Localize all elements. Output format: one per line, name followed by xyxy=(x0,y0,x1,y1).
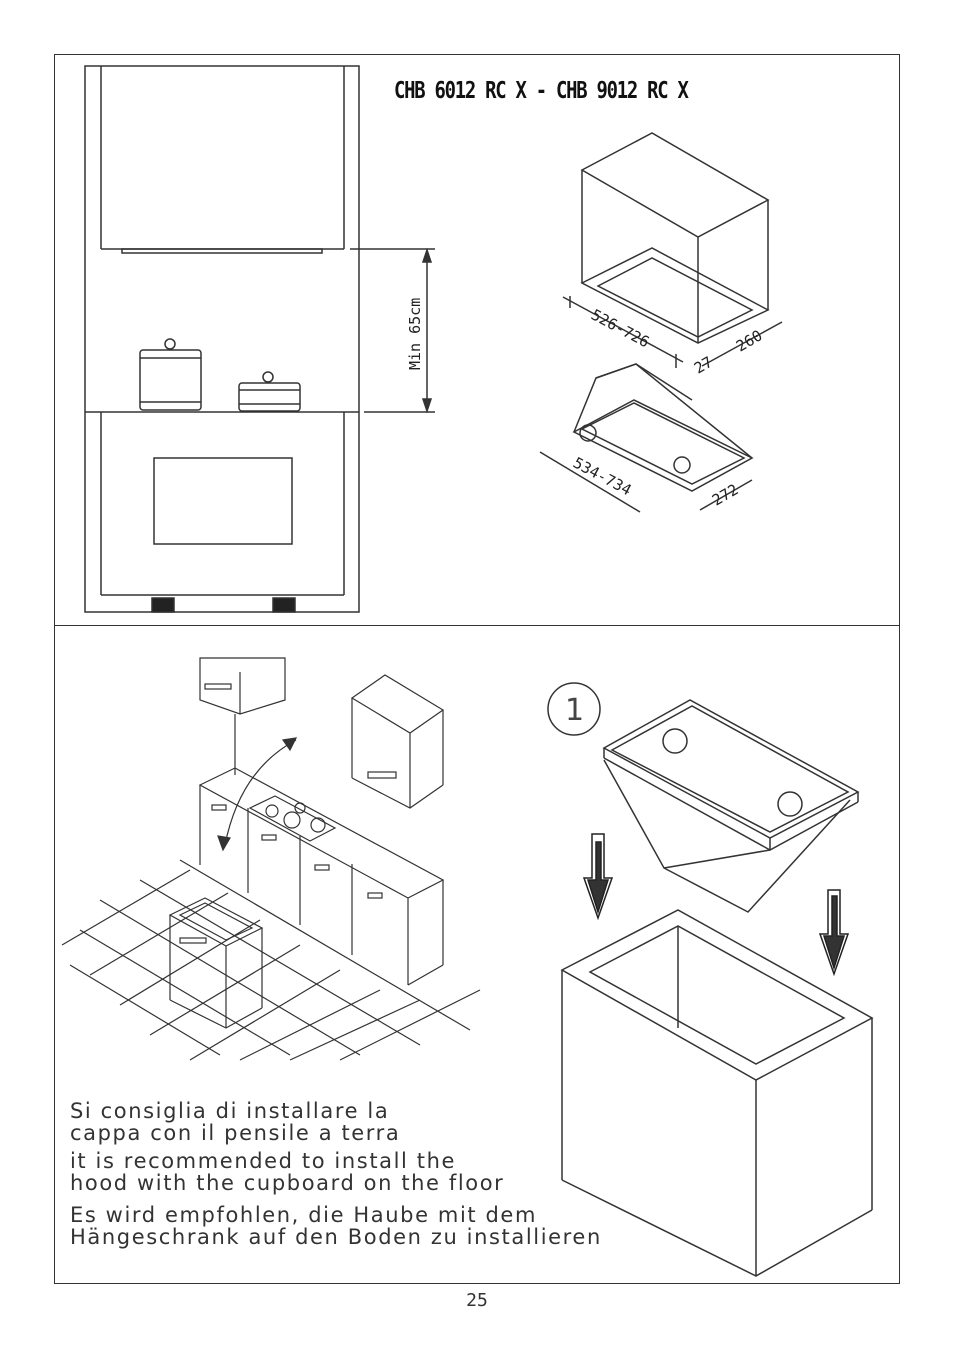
cabinet-depth-label: 260 xyxy=(733,326,765,355)
down-arrow-right xyxy=(818,889,850,977)
cabinet-isometric-diagram xyxy=(562,132,783,368)
kitchen-elevation-diagram xyxy=(84,65,435,613)
instruction-line: Hängeschrank auf den Boden zu installier… xyxy=(70,1225,602,1249)
page-number: 25 xyxy=(466,1290,488,1311)
instruction-english: it is recommended to install the hood wi… xyxy=(70,1150,504,1194)
section-divider xyxy=(54,625,900,626)
pot-large xyxy=(139,338,202,411)
installation-step-diagram xyxy=(547,682,874,1277)
instruction-line: hood with the cupboard on the floor xyxy=(70,1171,505,1195)
step-number-circle xyxy=(547,682,601,736)
page-frame xyxy=(54,54,900,1284)
instruction-line: Si consiglia di installare la xyxy=(70,1099,390,1123)
min-height-label: Min 65cm xyxy=(406,298,424,370)
pot-small xyxy=(238,371,301,412)
model-title: CHB 6012 RC X - CHB 9012 RC X xyxy=(394,78,689,104)
hood-isometric-diagram xyxy=(539,363,754,513)
cabinet-width-label: 526-726 xyxy=(588,306,652,352)
down-arrow-left xyxy=(582,833,614,921)
hood-depth-label: 272 xyxy=(709,480,741,509)
instruction-line: Es wird empfohlen, die Haube mit dem xyxy=(70,1203,537,1227)
instruction-german: Es wird empfohlen, die Haube mit dem Hän… xyxy=(70,1204,602,1248)
kitchen-scene-illustration xyxy=(61,657,481,1061)
step-number: 1 xyxy=(565,693,584,728)
instruction-line: it is recommended to install the xyxy=(70,1149,457,1173)
instruction-line: cappa con il pensile a terra xyxy=(70,1121,401,1145)
gap-label: 27 xyxy=(691,353,716,378)
instruction-italian: Si consiglia di installare la cappa con … xyxy=(70,1100,400,1144)
